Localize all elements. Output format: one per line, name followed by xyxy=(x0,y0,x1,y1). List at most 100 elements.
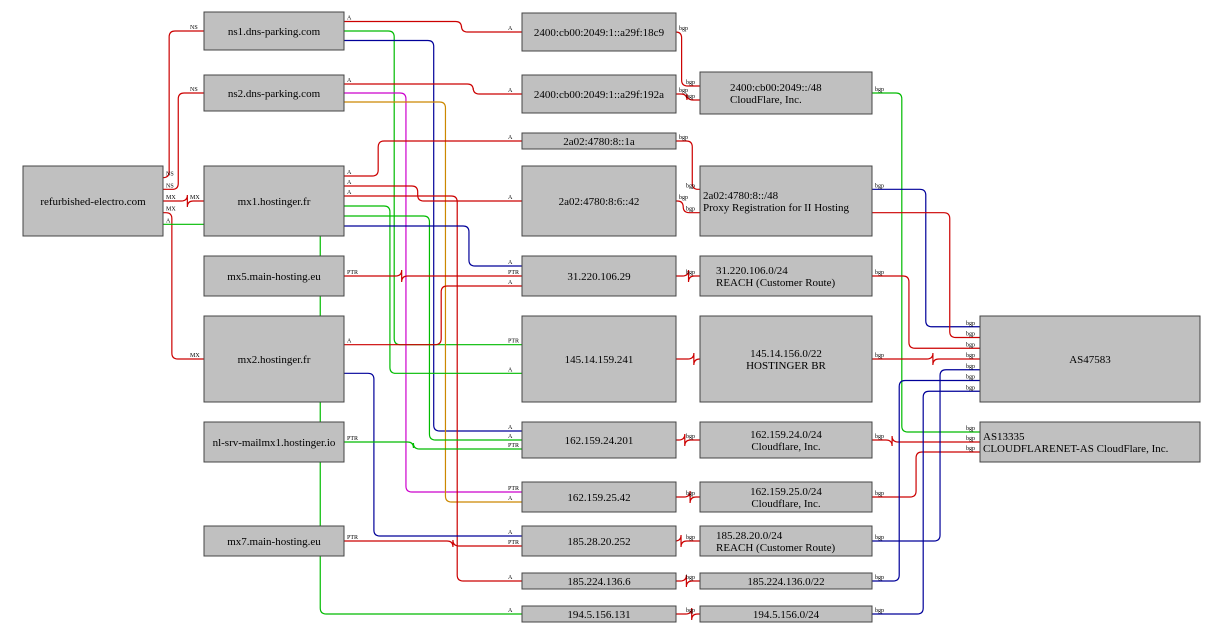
edge-head-label: bgp xyxy=(966,321,975,327)
edge-head-label: bgp xyxy=(966,426,975,432)
node-ip-194[interactable]: 194.5.156.131 xyxy=(521,605,677,623)
edge-head-label: bgp xyxy=(686,94,695,100)
edge-head-label: A xyxy=(508,425,513,431)
node-nlsrv[interactable]: nl-srv-mailmx1.hostinger.io xyxy=(203,421,345,463)
nodes-layer: refurbished-electro.com ns1.dns-parking.c… xyxy=(22,11,1201,623)
node-box xyxy=(699,421,873,459)
node-ip-145[interactable]: 145.14.159.241 xyxy=(521,315,677,403)
node-label: CLOUDFLARENET-AS CloudFlare, Inc. xyxy=(983,443,1169,455)
edge-head-label: bgp xyxy=(686,207,695,213)
node-label: refurbished-electro.com xyxy=(40,196,146,208)
node-label: 2a02:4780:8::/48 xyxy=(703,190,779,202)
edge-mx1-to-ip_42v6 xyxy=(344,185,522,202)
edge-head-label: A xyxy=(508,434,513,440)
edge-head-label: PTR xyxy=(508,443,519,449)
node-ip-162a[interactable]: 162.159.24.201 xyxy=(521,421,677,459)
edge-head-label: A xyxy=(508,135,513,141)
edge-tail-label: A xyxy=(166,218,171,224)
edge-head-label: A xyxy=(508,575,513,581)
edge-mx7-to-ip_185a xyxy=(344,539,522,548)
node-label: AS47583 xyxy=(1069,354,1111,366)
edge-head-label: bgp xyxy=(966,364,975,370)
edge-tail-label: NS xyxy=(166,172,174,178)
node-ip-185a[interactable]: 185.28.20.252 xyxy=(521,525,677,557)
edge-head-label: A xyxy=(508,280,513,286)
edge-head-label: bgp xyxy=(686,434,695,440)
edge-tail-label: MX xyxy=(166,195,176,201)
node-mx7[interactable]: mx7.main-hosting.eu xyxy=(203,525,345,557)
edge-head-label: PTR xyxy=(508,339,519,345)
edge-head-label: PTR xyxy=(508,270,519,276)
edge-tail-label: bgp xyxy=(875,491,884,497)
node-box xyxy=(203,525,345,557)
edge-tail-label: bgp xyxy=(875,608,884,614)
node-box xyxy=(699,525,873,557)
node-ip-31[interactable]: 31.220.106.29 xyxy=(521,255,677,297)
edge-ip_185a-to-pfx_185a xyxy=(675,534,700,548)
node-box xyxy=(521,421,677,459)
node-box xyxy=(521,481,677,513)
node-ns2[interactable]: ns2.dns-parking.com xyxy=(203,74,345,112)
edge-head-label: bgp xyxy=(966,385,975,391)
node-label: 162.159.24.201 xyxy=(565,435,634,447)
edge-tail-label: bgp xyxy=(679,195,688,201)
node-label: 145.14.156.0/22 xyxy=(750,348,822,360)
node-box xyxy=(521,165,677,237)
node-pfx-185b[interactable]: 185.224.136.0/22 xyxy=(699,572,873,590)
node-box xyxy=(521,74,677,114)
node-box xyxy=(22,165,164,237)
edge-mx2-to-ip_31 xyxy=(344,285,522,346)
edge-tail-label: bgp xyxy=(875,87,884,93)
node-label: REACH (Customer Route) xyxy=(716,277,835,289)
node-domain[interactable]: refurbished-electro.com xyxy=(22,165,164,237)
node-box xyxy=(699,315,873,403)
edge-tail-label: PTR xyxy=(347,436,358,442)
edge-head-label: bgp xyxy=(966,342,975,348)
node-mx5[interactable]: mx5.main-hosting.eu xyxy=(203,255,345,297)
node-as47583[interactable]: AS47583 xyxy=(979,315,1201,403)
edge-pfx_proxy-to-as47583 xyxy=(872,212,980,339)
node-ns1[interactable]: ns1.dns-parking.com xyxy=(203,11,345,51)
edge-head-label: A xyxy=(508,608,513,614)
edge-tail-label: bgp xyxy=(875,535,884,541)
edge-head-label: MX xyxy=(190,353,200,359)
node-label: 185.224.136.0/22 xyxy=(747,576,824,588)
node-ip-1a[interactable]: 2a02:4780:8::1a xyxy=(521,132,677,150)
node-mx1[interactable]: mx1.hostinger.fr xyxy=(203,165,345,237)
node-box xyxy=(521,132,677,150)
node-box xyxy=(203,255,345,297)
node-box xyxy=(699,71,873,115)
node-label: 2400:cb00:2049::/48 xyxy=(730,82,822,94)
node-ip-ns1[interactable]: 2400:cb00:2049:1::a29f:18c9 xyxy=(521,12,677,52)
node-pfx-194[interactable]: 194.5.156.0/24 xyxy=(699,605,873,623)
edge-head-label: bgp xyxy=(686,183,695,189)
edge-head-label: bgp xyxy=(686,80,695,86)
node-label: ns2.dns-parking.com xyxy=(228,88,321,100)
edge-mx1-to-ip_185b xyxy=(344,195,522,582)
edge-tail-label: bgp xyxy=(875,270,884,276)
edge-tail-label: bgp xyxy=(875,434,884,440)
edge-tail-label: MX xyxy=(166,207,176,213)
node-box xyxy=(521,255,677,297)
node-label: Cloudflare, Inc. xyxy=(751,498,821,510)
edge-pfx_cf6-to-as13335 xyxy=(872,92,980,433)
edge-head-label: bgp xyxy=(966,446,975,452)
node-ip-ns2[interactable]: 2400:cb00:2049:1::a29f:192a xyxy=(521,74,677,114)
node-ip-42v6[interactable]: 2a02:4780:8:6::42 xyxy=(521,165,677,237)
edge-mx1-to-ip_31 xyxy=(344,225,522,267)
node-mx2[interactable]: mx2.hostinger.fr xyxy=(203,315,345,403)
edge-pfx_145-to-as47583 xyxy=(872,352,980,366)
node-box xyxy=(699,605,873,623)
node-ip-185b[interactable]: 185.224.136.6 xyxy=(521,572,677,590)
node-ip-162b[interactable]: 162.159.25.42 xyxy=(521,481,677,513)
edge-head-label: A xyxy=(508,496,513,502)
